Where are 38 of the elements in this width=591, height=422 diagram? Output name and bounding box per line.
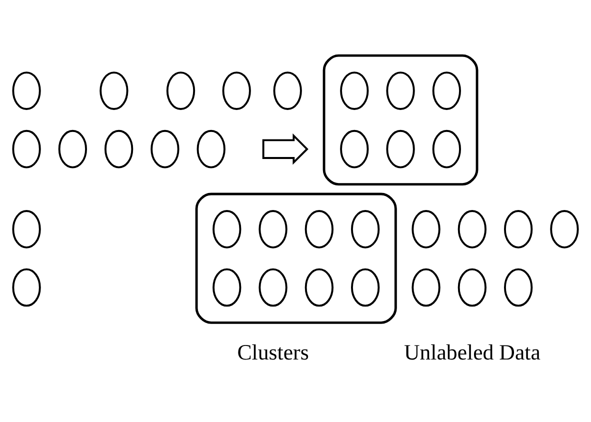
node-ellipse [386,130,415,168]
node-ellipse [304,268,334,307]
node-ellipse [196,130,226,168]
node-ellipse [212,210,242,248]
node-ellipse [412,210,440,248]
node-ellipse [12,210,41,248]
cluster [195,192,397,324]
node-ellipse [550,210,579,248]
node-ellipse [12,268,41,307]
node-ellipse [458,268,486,307]
node-ellipse [166,72,196,110]
node-ellipse [104,130,134,168]
node-ellipse [304,210,334,248]
node-ellipse [351,268,380,307]
label: Unlabeled Data [404,340,540,365]
node-ellipse [432,130,461,168]
node-ellipse [212,268,242,307]
node-ellipse [351,210,380,248]
node-ellipse [386,72,415,110]
node-ellipse [100,72,128,110]
node-ellipse [150,130,180,168]
node-ellipse [504,210,533,248]
node-ellipse [340,130,369,168]
node-ellipse [258,210,288,248]
node-arrow [262,133,308,165]
cluster [322,54,478,186]
node-ellipse [340,72,369,110]
node-ellipse [258,268,288,307]
node-ellipse [432,72,461,110]
node-ellipse [222,72,251,110]
node-ellipse [504,268,533,307]
label: Clusters [237,340,309,365]
node-ellipse [458,210,486,248]
node-ellipse [412,268,440,307]
node-ellipse [12,72,41,110]
node-ellipse [12,130,41,168]
node-ellipse [273,72,302,110]
node-ellipse [58,130,87,168]
